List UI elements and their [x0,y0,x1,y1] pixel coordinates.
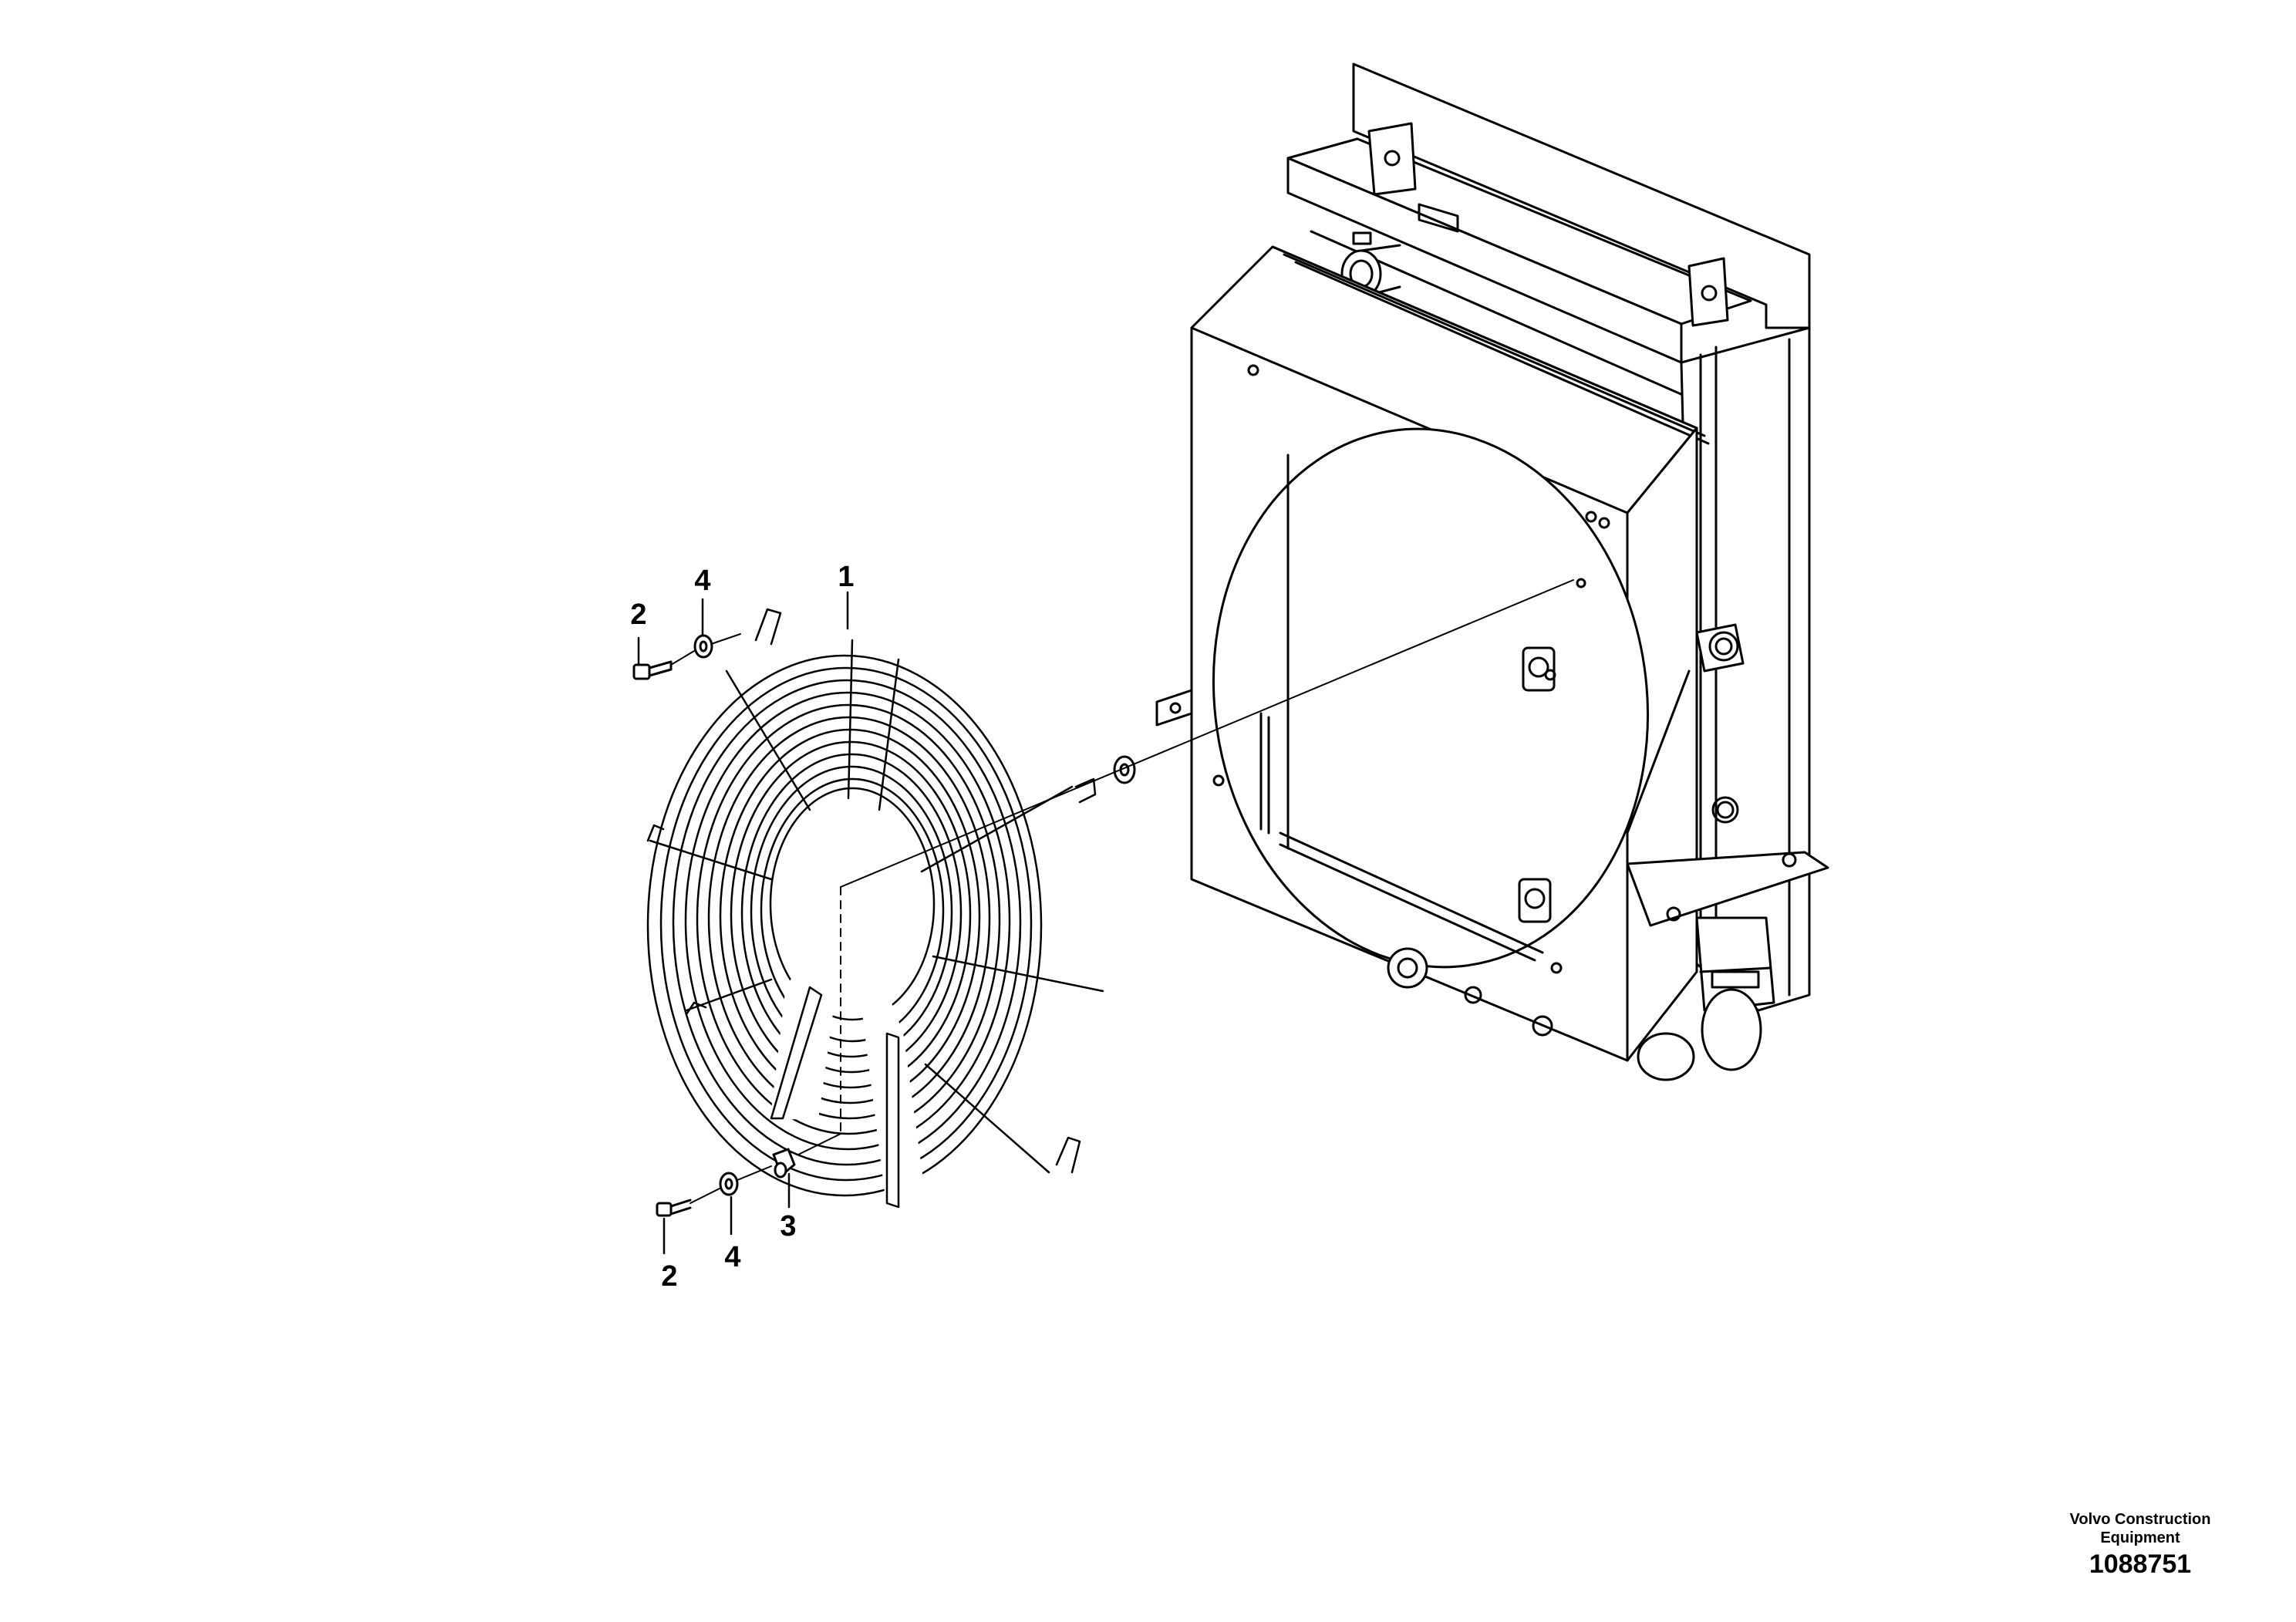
callout-3-clip: 3 [780,1210,797,1243]
brand-line-2: Equipment [2100,1529,2180,1546]
document-number: 1088751 [2089,1549,2192,1579]
washer-lower [719,1172,739,1196]
screw-upper [632,660,673,680]
fan-guard-wire-rings [646,608,1104,1209]
washer-upper [693,634,713,659]
washer-radiator-side [1113,755,1136,784]
brand-label: Volvo Construction Equipment [2036,1510,2244,1547]
callout-2-screw-upper: 2 [630,599,647,631]
leader-lines [637,591,849,1255]
retaining-clip [772,1148,796,1179]
radiator-shroud-assembly [1155,62,1829,1081]
callout-1-fan-guard: 1 [838,561,855,593]
assembly-lines [670,579,1574,1204]
callout-4-washer-upper: 4 [694,565,711,597]
brand-line-1: Volvo Construction [2069,1511,2211,1528]
screw-lower [656,1199,692,1217]
callout-4-washer-lower: 4 [724,1241,741,1273]
callout-2-screw-lower: 2 [661,1260,678,1293]
